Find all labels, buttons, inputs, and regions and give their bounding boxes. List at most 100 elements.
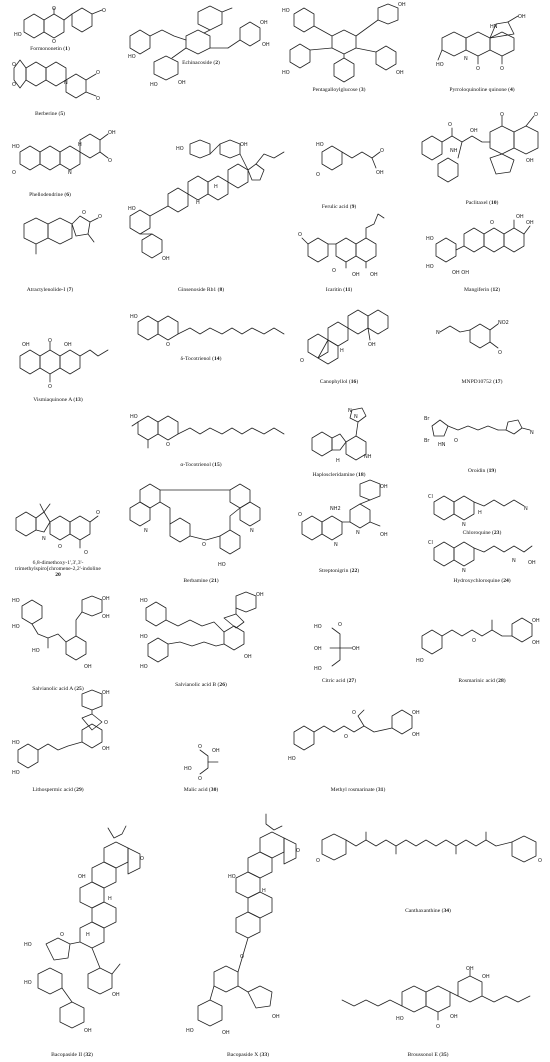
svg-text:OH: OH	[108, 130, 116, 136]
svg-text:O: O	[240, 954, 244, 960]
svg-text:N: N	[462, 522, 466, 528]
svg-text:N: N	[512, 558, 516, 564]
svg-text:OH: OH	[262, 42, 270, 48]
svg-text:O: O	[534, 112, 538, 118]
structure-spiro-chromene-indoline: N O O O	[15, 503, 100, 556]
caption-34: Canthaxanthine (34)	[405, 908, 451, 914]
svg-text:N: N	[356, 530, 360, 536]
svg-text:OH: OH	[450, 1014, 458, 1020]
svg-text:HO: HO	[436, 62, 444, 68]
svg-text:HO: HO	[282, 70, 290, 76]
structure-hydroxychloroquine: Cl N N OH	[428, 540, 536, 574]
svg-text:OH: OH	[380, 484, 388, 490]
caption-15: α-Tocotrienol (15)	[180, 462, 222, 468]
structure-haploscleridamine: N N NH H	[311, 407, 372, 464]
svg-text:O: O	[52, 39, 56, 45]
svg-text:OH: OH	[412, 732, 420, 738]
svg-text:O: O	[538, 858, 542, 864]
caption-31: Methyl rosmarinate (31)	[330, 787, 386, 793]
svg-text:OH: OH	[84, 664, 92, 670]
svg-text:O: O	[48, 384, 52, 390]
svg-text:HO: HO	[130, 314, 138, 320]
svg-text:HO: HO	[140, 634, 148, 640]
svg-text:HO: HO	[150, 82, 158, 88]
caption-9: Ferulic acid (9)	[321, 204, 357, 210]
svg-text:H: H	[340, 348, 344, 354]
svg-text:OH: OH	[178, 80, 186, 86]
structure-paclitaxel: O NH OH O O OH	[421, 112, 539, 183]
svg-text:HO: HO	[130, 414, 138, 420]
svg-text:H: H	[108, 896, 112, 902]
svg-text:O: O	[500, 112, 504, 118]
structure-atractylenolide-i: O O	[23, 210, 102, 255]
svg-text:HO: HO	[288, 756, 296, 762]
caption-17: MNPD10752 (17)	[461, 379, 503, 385]
svg-text:HO: HO	[12, 144, 20, 150]
caption-4: Pyrroloquinoline quinone (4)	[449, 87, 515, 93]
structure-salvianolic-acid-a: HO HO OH OH HO OH	[12, 595, 110, 670]
structure-canthaxanthine: O O	[316, 831, 542, 864]
structure-lithospermic-acid: OH HO HO OH O	[12, 689, 110, 776]
svg-text:OH: OH	[102, 596, 110, 602]
caption-18: Haploscleridamine (18)	[312, 472, 366, 478]
svg-text:HO: HO	[416, 658, 424, 664]
svg-text:NH: NH	[450, 148, 458, 154]
svg-text:O: O	[296, 848, 300, 854]
svg-text:O: O	[104, 720, 108, 726]
svg-text:HO: HO	[218, 562, 226, 568]
svg-text:HO: HO	[12, 624, 20, 630]
svg-text:OH: OH	[260, 20, 268, 26]
svg-text:HO: HO	[396, 1016, 404, 1022]
structure-rosmarinic-acid: HO O OH OH	[416, 617, 540, 664]
svg-text:HO: HO	[12, 770, 20, 776]
caption-23: Chloroquine (23)	[462, 530, 502, 536]
svg-text:OH: OH	[370, 272, 378, 278]
caption-13: Vismiaquinone A (13)	[33, 397, 83, 403]
svg-text:O: O	[300, 358, 304, 364]
caption-5: Berberine (5)	[35, 111, 65, 117]
svg-text:O: O	[298, 512, 302, 518]
svg-text:OH: OH	[112, 992, 120, 998]
svg-text:OH: OH	[398, 2, 406, 8]
svg-text:OH: OH	[516, 214, 524, 220]
structure-bacopaside-x: HO H O O OH HO OH	[186, 813, 300, 1036]
caption-30: Malic acid (30)	[183, 787, 219, 793]
svg-text:N: N	[250, 528, 254, 534]
svg-text:HO: HO	[184, 766, 192, 772]
svg-text:OH: OH	[526, 158, 534, 164]
svg-text:NO2: NO2	[498, 320, 509, 326]
svg-text:HO: HO	[426, 264, 434, 270]
structure-alpha-tocotrienol: HO O	[130, 414, 285, 449]
structure-berbamine: N N O HO	[129, 483, 261, 568]
structure-streptonigrin: N N OH NH2 OH O	[298, 479, 388, 548]
structure-pentagalloylglucose: HO OH HO OH	[282, 2, 406, 83]
svg-text:O: O	[316, 858, 320, 864]
svg-text:HO: HO	[316, 142, 324, 148]
svg-text:OH: OH	[352, 646, 360, 652]
svg-text:OH: OH	[526, 220, 534, 226]
caption-1: Formononetin (1)	[30, 46, 70, 52]
svg-text:Cl: Cl	[428, 494, 433, 500]
svg-text:O: O	[380, 148, 384, 154]
structure-berberine: N O O O O	[12, 59, 100, 102]
caption-20: 6,8-dimethoxy-1',3',3'-trimethylspiro[ch…	[15, 560, 101, 579]
caption-27: Citric acid (27)	[321, 678, 357, 684]
svg-text:HO: HO	[32, 648, 40, 654]
svg-text:N: N	[462, 568, 466, 574]
structure-canophyllol: O OH H	[300, 309, 389, 365]
svg-text:O: O	[12, 82, 16, 88]
svg-text:O: O	[166, 342, 170, 348]
svg-text:O: O	[472, 638, 476, 644]
svg-text:HN: HN	[490, 24, 498, 30]
svg-text:Br: Br	[424, 438, 430, 444]
structure-bacopaside-ii: OH H H O HO O HO OH OH	[24, 825, 144, 1034]
svg-text:O: O	[166, 442, 170, 448]
svg-text:O: O	[96, 70, 100, 76]
svg-text:OH: OH	[532, 618, 540, 624]
svg-text:OH: OH	[84, 1028, 92, 1034]
svg-text:OH: OH	[470, 128, 478, 134]
svg-text:OH: OH	[222, 1030, 230, 1036]
caption-10: Paclitaxel (10)	[465, 200, 499, 206]
svg-text:O: O	[202, 542, 206, 548]
caption-24: Hydroxychloroquine (24)	[453, 578, 511, 584]
